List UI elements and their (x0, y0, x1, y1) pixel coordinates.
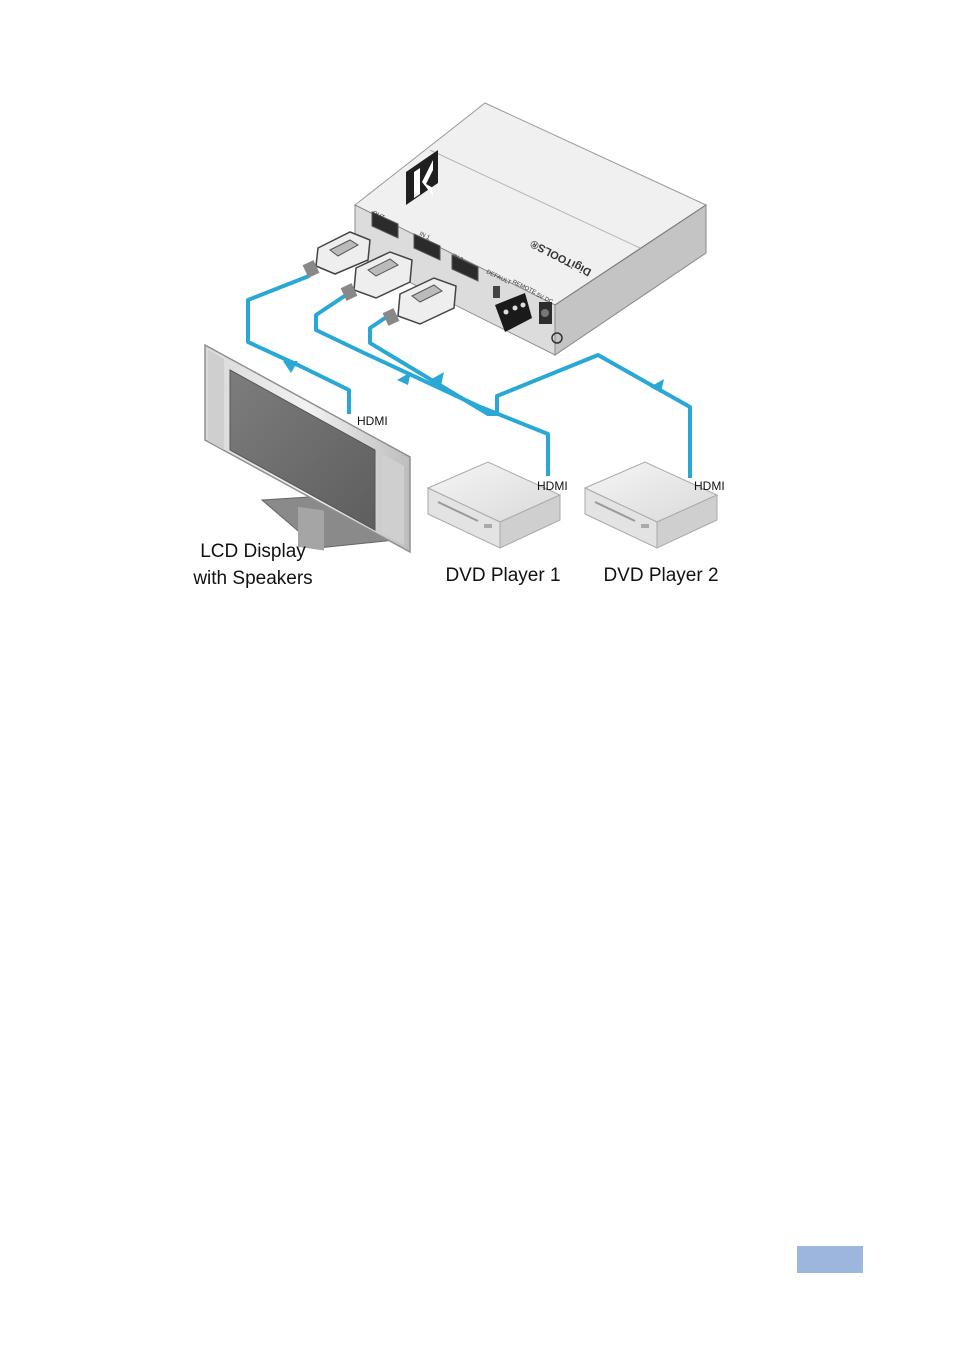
dvd-player-2 (585, 462, 717, 548)
lcd-display (205, 345, 410, 552)
hdmi-label-player1: HDMI (537, 479, 568, 493)
arrow-to-display (283, 361, 298, 373)
arrow-from-player1 (397, 372, 411, 385)
hdmi-label-display: HDMI (357, 414, 388, 428)
hdmi-label-player2: HDMI (694, 479, 725, 493)
display-label-line2: with Speakers (192, 568, 312, 589)
dvd-player-1 (428, 462, 560, 548)
signal-arrows (283, 361, 664, 393)
page-number-tab (797, 1246, 863, 1273)
display-label-line1: LCD Display (200, 541, 306, 562)
player2-label: DVD Player 2 (603, 565, 718, 586)
player1-label: DVD Player 1 (445, 565, 560, 586)
